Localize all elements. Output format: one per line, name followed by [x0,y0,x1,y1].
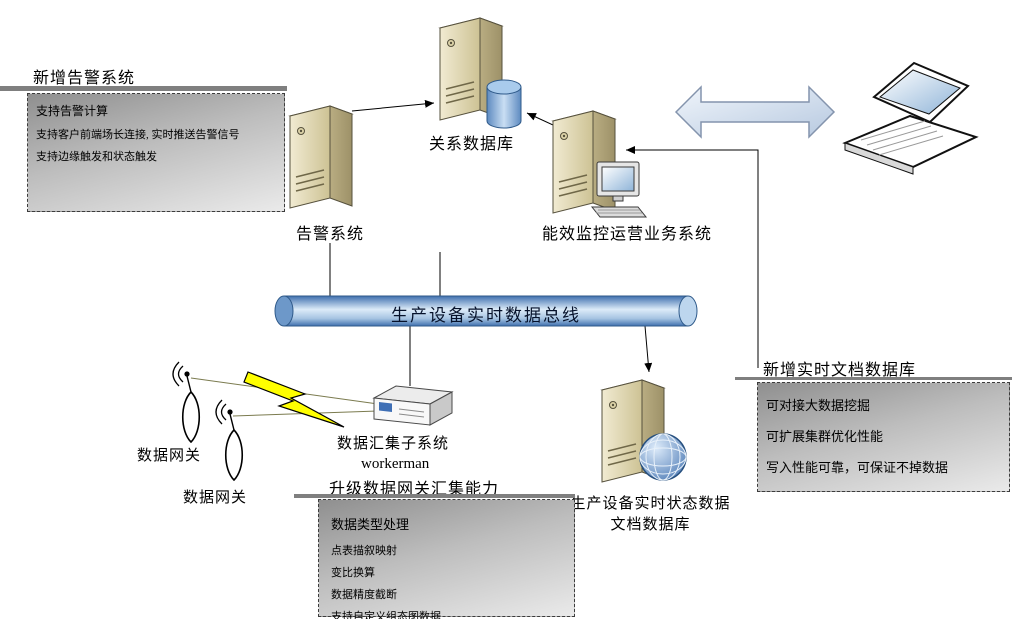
callout-docdb-line: 可对接大数据挖掘 [766,398,871,413]
relational-db-label: 关系数据库 [429,136,515,153]
alarm-server-icon [289,105,353,209]
connector-bus-to-docdb [644,325,653,373]
network-device-icon [372,385,454,426]
gateway-top-label: 数据网关 [137,448,202,464]
antenna-icon-2 [215,399,244,481]
callout-docdb-rule [735,377,1012,380]
alarm-system-label: 告警系统 [296,226,365,243]
globe-icon [639,433,687,481]
data-bus-label: 生产设备实时数据总线 [391,306,581,325]
callout-alarm-line: 支持客户前端场长连接, 实时推送告警信号 [36,129,240,141]
document-db-label-line1: 生产设备实时状态数据 [570,496,731,512]
energy-system-label: 能效监控运营业务系统 [542,226,713,243]
callout-gateway-line: 点表描叙映射 [331,545,397,557]
connectors [329,99,759,386]
connector-right-branch [626,146,759,368]
lightning-bolt-icon [243,371,345,428]
callout-gateway-title: 升级数据网关汇集能力 [329,481,500,498]
callout-alarm-line: 支持边缘触发和状态触发 [36,151,157,163]
laptop-icon [842,61,979,175]
callout-docdb-title: 新增实时文档数据库 [763,362,917,379]
document-db-label: 生产设备实时状态数据 文档数据库 [548,492,753,534]
gateway-bottom-label: 数据网关 [183,490,248,506]
desktop-computer-icon [590,161,648,218]
double-arrow-icon [674,85,836,139]
callout-alarm-box: 支持告警计算 支持客户前端场长连接, 实时推送告警信号 支持边缘触发和状态触发 [27,93,285,212]
callout-gateway-box: 数据类型处理 点表描叙映射 变比换算 数据精度截断 支持自定义组态图数据 [318,499,575,619]
callout-alarm-line: 支持告警计算 [36,104,109,118]
callout-gateway-line: 变比换算 [331,567,375,579]
data-bus-pipe [274,295,698,327]
callout-docdb-line: 写入性能可靠，可保证不掉数据 [766,460,949,475]
callout-alarm-title: 新增告警系统 [33,70,136,87]
database-cylinder-icon [486,79,522,129]
callout-alarm-rule [0,86,287,91]
callout-docdb-box: 可对接大数据挖掘 可扩展集群优化性能 写入性能可靠，可保证不掉数据 [757,382,1010,492]
callout-gateway-line: 数据类型处理 [331,517,410,532]
collector-label: 数据汇集子系统 [337,436,450,452]
callout-gateway-rule [294,494,575,498]
collector-sublabel: workerman [361,456,430,472]
callout-gateway-line: 支持自定义组态图数据 [331,611,441,619]
callout-gateway-line: 数据精度截断 [331,589,397,601]
document-db-label-line2: 文档数据库 [610,517,691,533]
callout-docdb-line: 可扩展集群优化性能 [766,429,884,444]
antenna-icon-1 [172,361,201,443]
connector-alarm-to-reldb [351,99,435,112]
